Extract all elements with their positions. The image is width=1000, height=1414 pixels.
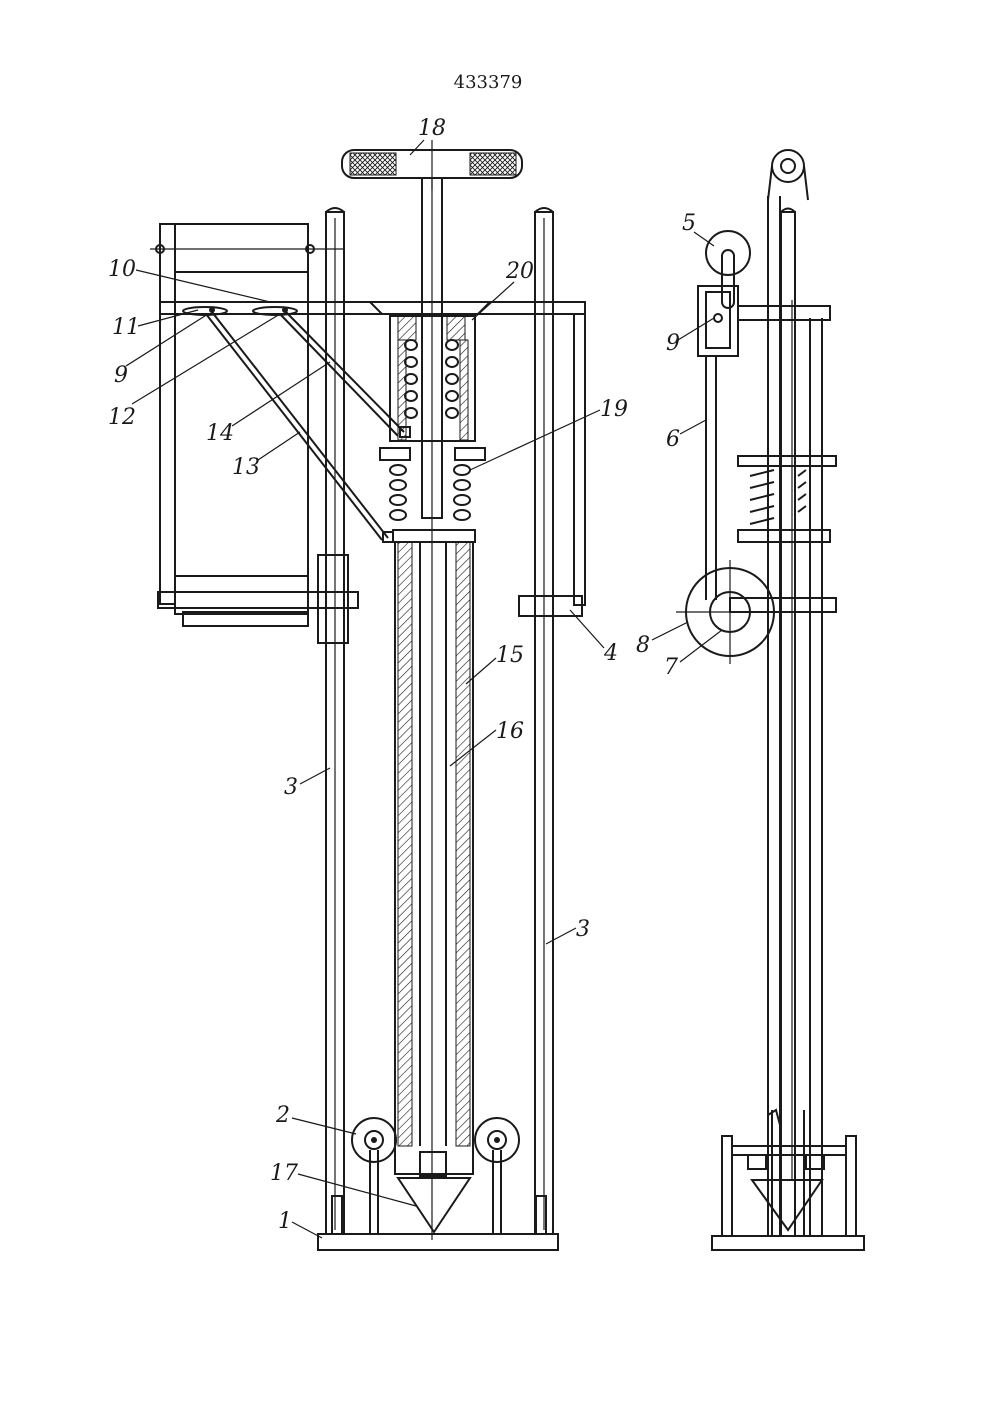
wheel-5 (706, 231, 750, 275)
label-2: 2 (275, 1103, 290, 1128)
label-19: 19 (600, 397, 628, 422)
side-guide-rod (781, 212, 795, 1236)
lever-13 (212, 312, 388, 538)
label-15: 15 (496, 643, 524, 668)
label-7: 7 (664, 655, 678, 680)
side-base-plate (712, 1236, 864, 1250)
label-14: 14 (206, 421, 234, 446)
label-9-front: 9 (114, 363, 128, 388)
base-plate (318, 1234, 558, 1250)
barrel (393, 530, 475, 1176)
side-view (676, 150, 864, 1250)
label-20: 20 (505, 259, 534, 284)
label-3-left: 3 (284, 775, 298, 800)
label-1: 1 (278, 1209, 292, 1234)
collar (380, 448, 410, 460)
side-spring (750, 470, 806, 524)
document-number: 433379 (454, 72, 523, 93)
cone-tip (398, 1178, 470, 1232)
base-frame-left (332, 1196, 342, 1234)
roller-left (352, 1118, 396, 1234)
label-11: 11 (112, 315, 140, 340)
label-9-side: 9 (666, 331, 680, 356)
label-16: 16 (496, 719, 524, 744)
front-view (150, 140, 585, 1250)
spring-lower (390, 465, 470, 520)
label-4: 4 (603, 641, 618, 666)
label-13: 13 (232, 455, 260, 480)
top-pulley (772, 150, 804, 182)
box-bracket (158, 592, 358, 608)
side-cone-tip (752, 1180, 822, 1230)
labels: 18 10 11 9 12 14 13 20 19 4 15 16 (108, 116, 722, 1238)
label-17: 17 (270, 1161, 298, 1186)
label-8: 8 (636, 633, 650, 658)
label-10: 10 (108, 257, 136, 282)
label-18: 18 (418, 116, 446, 141)
label-12: 12 (108, 405, 136, 430)
label-3-right: 3 (576, 917, 590, 942)
roller-right (475, 1118, 519, 1234)
label-6: 6 (666, 427, 680, 452)
